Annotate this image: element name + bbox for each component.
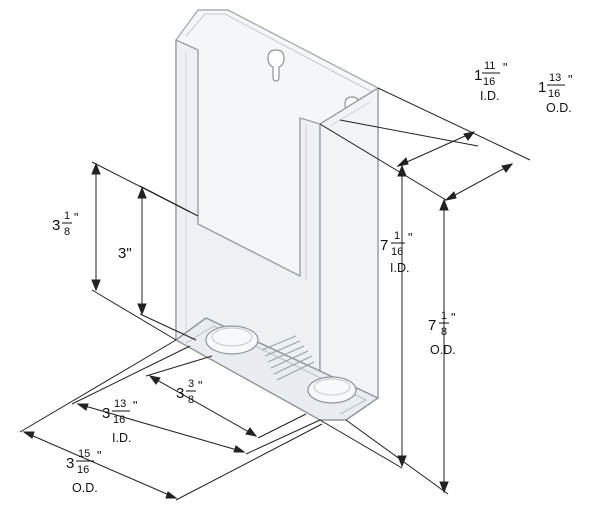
dim-pocket-width-whole: 3 bbox=[176, 385, 184, 402]
base-circle-right bbox=[307, 376, 357, 404]
dim-id-width-whole: 3 bbox=[102, 405, 110, 422]
dim-id-depth-num: 11 bbox=[484, 60, 495, 72]
acrylic-holder bbox=[175, 9, 379, 421]
side-panel bbox=[319, 87, 379, 421]
dim-od-width-label: O.D. bbox=[72, 481, 98, 495]
dim-od-height-label: O.D. bbox=[430, 343, 456, 357]
dim-id-height-den: 16 bbox=[391, 246, 403, 258]
dimension-lines bbox=[19, 87, 531, 501]
dim-back-height-num: 1 bbox=[64, 210, 70, 222]
dim-od-height-whole: 7 bbox=[428, 317, 436, 334]
dim-id-height-num: 1 bbox=[394, 230, 400, 242]
dimension-labels: 1 11 16 " I.D. 1 13 16 " O.D. 3 1 8 " 3" bbox=[52, 60, 572, 495]
dim-id-width: 3 13 16 " I.D. bbox=[102, 398, 137, 445]
dim-pocket-width-num: 3 bbox=[188, 378, 194, 390]
dim-id-width-den: 16 bbox=[113, 414, 125, 426]
dim-back-height-whole: 3 bbox=[52, 217, 60, 234]
dim-pocket-width-unit: " bbox=[198, 379, 202, 393]
dim-od-width-unit: " bbox=[97, 449, 101, 463]
base-circle-left bbox=[205, 325, 259, 355]
dim-od-width-num: 15 bbox=[78, 448, 90, 460]
dim-od-depth-whole: 1 bbox=[538, 79, 546, 96]
dim-back-height-unit: " bbox=[74, 211, 78, 225]
dim-id-height-unit: " bbox=[408, 231, 412, 245]
dim-od-depth: 1 13 16 " O.D. bbox=[538, 72, 572, 115]
dim-id-depth: 1 11 16 " I.D. bbox=[474, 60, 507, 103]
dim-od-height-num: 1 bbox=[441, 310, 447, 322]
dim-front-height: 3" bbox=[118, 245, 132, 262]
dim-id-depth-den: 16 bbox=[483, 76, 495, 88]
dim-id-depth-unit: " bbox=[503, 61, 507, 75]
dim-od-height-den: 8 bbox=[441, 326, 447, 338]
dim-back-height-den: 8 bbox=[64, 226, 70, 238]
dim-id-height-label: I.D. bbox=[390, 261, 409, 275]
dim-pocket-width-den: 8 bbox=[188, 394, 194, 406]
dim-od-width-whole: 3 bbox=[66, 455, 74, 472]
dim-od-depth-unit: " bbox=[568, 73, 572, 87]
dim-id-height: 7 1 16 " I.D. bbox=[380, 230, 412, 275]
dim-od-width-den: 16 bbox=[77, 464, 89, 476]
dim-od-depth-num: 13 bbox=[549, 72, 561, 84]
keyhole-back bbox=[267, 49, 285, 82]
dim-id-depth-whole: 1 bbox=[474, 67, 482, 84]
dim-od-width: 3 15 16 " O.D. bbox=[66, 448, 101, 495]
ribbed-grip bbox=[261, 335, 315, 381]
dim-id-height-whole: 7 bbox=[380, 237, 388, 254]
dim-id-width-num: 13 bbox=[114, 398, 126, 410]
dim-pocket-width: 3 3 8 " bbox=[176, 378, 202, 406]
dim-od-height-unit: " bbox=[451, 311, 455, 325]
dim-od-depth-den: 16 bbox=[548, 88, 560, 100]
dim-id-depth-label: I.D. bbox=[480, 89, 499, 103]
dim-id-width-unit: " bbox=[133, 399, 137, 413]
dim-od-depth-label: O.D. bbox=[546, 101, 572, 115]
dim-od-height: 7 1 8 " O.D. bbox=[428, 310, 456, 357]
dim-back-height: 3 1 8 " bbox=[52, 210, 78, 238]
dim-id-width-label: I.D. bbox=[112, 431, 131, 445]
